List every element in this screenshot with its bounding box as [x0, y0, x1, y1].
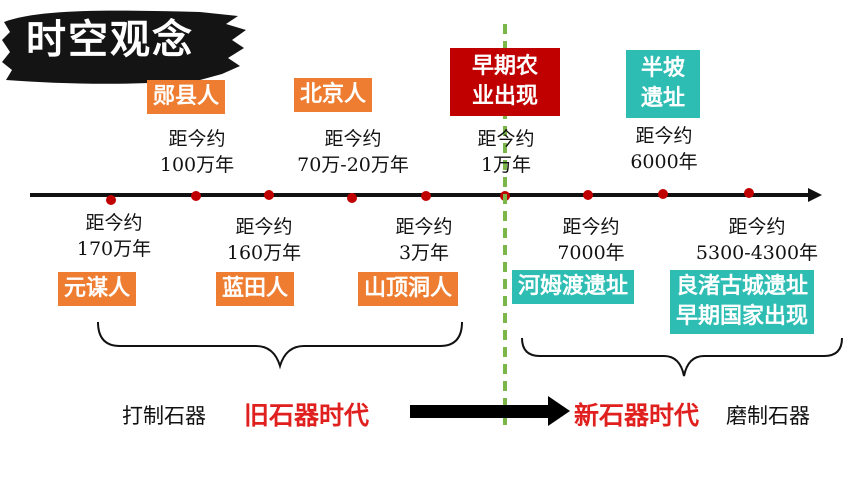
distance-label: 距今约: [85, 212, 143, 234]
tag-shandingdong-man: 山顶洞人: [358, 272, 459, 306]
distance-peking: 距今约 70万-20万年: [278, 126, 428, 178]
paleolithic-era-label: 旧石器时代: [244, 401, 370, 430]
distance-label: 距今约: [395, 216, 453, 238]
distance-label: 距今约: [728, 216, 786, 238]
distance-shandingdong: 距今约 3万年: [374, 214, 474, 266]
tag-early-agriculture-line2: 业出现: [471, 84, 538, 109]
era-arrow-shaft: [410, 405, 552, 418]
timeline-dot: [583, 190, 593, 200]
left-curly-brace: [97, 321, 463, 370]
distance-value: 70万-20万年: [297, 154, 409, 176]
tag-early-agriculture-line1: 早期农: [471, 54, 538, 79]
distance-label: 距今约: [635, 125, 693, 147]
distance-lantian: 距今约 160万年: [214, 214, 314, 266]
tag-lantian-man: 蓝田人: [216, 272, 295, 306]
tag-early-agriculture: 早期农 业出现: [450, 48, 560, 116]
tag-liangzhu-line2: 早期国家出现: [676, 304, 809, 329]
right-curly-brace: [521, 337, 843, 377]
distance-value: 1万年: [480, 154, 532, 176]
tag-yuanmou-man: 元谋人: [58, 272, 137, 306]
distance-hemudu: 距今约 7000年: [536, 214, 646, 266]
timeline-dot: [744, 188, 754, 198]
timeline-dot: [264, 190, 274, 200]
title-brush-stroke: [2, 10, 246, 84]
tag-peking-man: 北京人: [294, 78, 373, 112]
distance-yunxian: 距今约 100万年: [147, 126, 247, 178]
distance-liangzhu: 距今约 5300-4300年: [682, 214, 832, 266]
tag-banpo-site: 半坡 遗址: [626, 50, 700, 118]
distance-value: 3万年: [398, 242, 450, 264]
tag-liangzhu-site: 良渚古城遗址 早期国家出现: [670, 270, 815, 334]
timeline-dot: [106, 195, 116, 205]
chipped-stone-tools-label: 打制石器: [122, 404, 206, 428]
neolithic-era-label: 新石器时代: [574, 401, 700, 430]
timeline-dot: [347, 193, 357, 203]
timeline-dot: [421, 191, 431, 201]
tag-yunxian-man: 郧县人: [147, 80, 226, 114]
distance-label: 距今约: [477, 128, 535, 150]
distance-label: 距今约: [324, 128, 382, 150]
distance-label: 距今约: [562, 216, 620, 238]
distance-value: 100万年: [159, 154, 235, 176]
timeline-arrowhead: [808, 188, 822, 202]
distance-early-agriculture: 距今约 1万年: [456, 126, 556, 178]
timeline-dot: [658, 189, 668, 199]
distance-value: 7000年: [557, 242, 625, 264]
era-arrow-head: [548, 396, 570, 426]
distance-value: 160万年: [226, 242, 302, 264]
tag-banpo-line2: 遗址: [640, 86, 685, 111]
distance-value: 6000年: [630, 151, 698, 173]
polished-stone-tools-label: 磨制石器: [726, 404, 810, 428]
distance-value: 170万年: [76, 238, 152, 260]
timeline-dot: [191, 191, 201, 201]
distance-value: 5300-4300年: [695, 242, 819, 264]
tag-liangzhu-line1: 良渚古城遗址: [676, 274, 809, 299]
distance-yuanmou: 距今约 170万年: [64, 210, 164, 262]
tag-hemudu-site: 河姆渡遗址: [512, 270, 635, 304]
distance-label: 距今约: [235, 216, 293, 238]
distance-banpo: 距今约 6000年: [614, 123, 714, 175]
page-title: 时空观念: [26, 17, 194, 63]
distance-label: 距今约: [168, 128, 226, 150]
tag-banpo-line1: 半坡: [640, 56, 685, 81]
